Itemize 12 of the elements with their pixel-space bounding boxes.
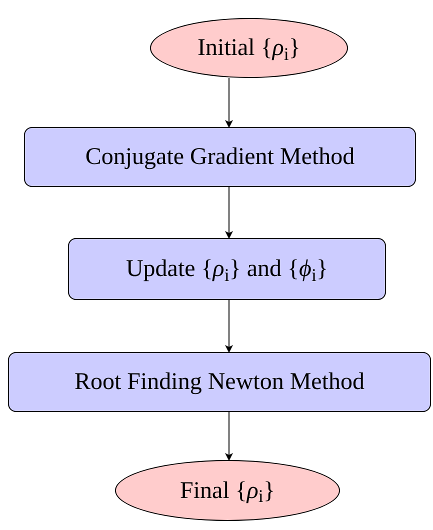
node-label: Conjugate Gradient Method bbox=[85, 145, 355, 169]
node-label: Initial {ρ$_{i}$} bbox=[198, 36, 300, 60]
process-box bbox=[24, 127, 416, 187]
arrow bbox=[225, 186, 233, 239]
node-label: Final {ρ$_{i}$} bbox=[180, 478, 275, 502]
node-label: Update {ρ$_{i}$} and {ϕ$_{i}$} bbox=[126, 257, 328, 281]
arrow bbox=[225, 412, 233, 461]
arrow bbox=[225, 300, 233, 353]
node-label: Root Finding Newton Method bbox=[74, 370, 364, 394]
process-box bbox=[68, 238, 386, 300]
arrow bbox=[225, 78, 233, 128]
process-box bbox=[8, 352, 431, 412]
